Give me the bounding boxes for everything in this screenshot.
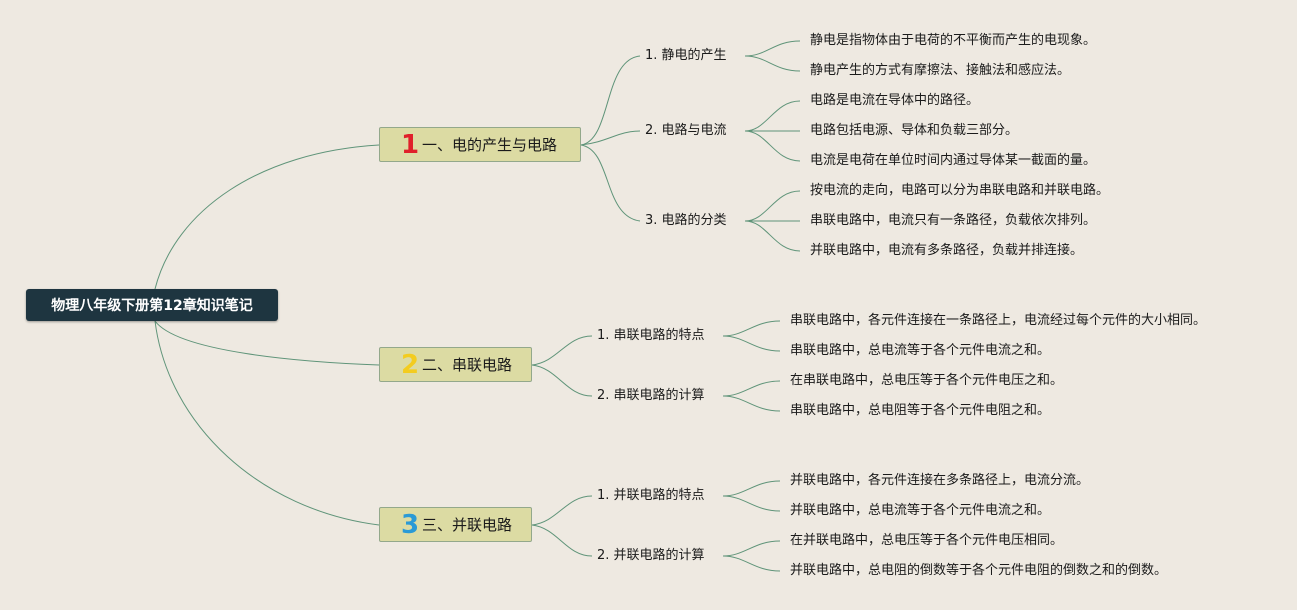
leaf-note[interactable]: 电路包括电源、导体和负载三部分。 xyxy=(810,123,1019,138)
connector-line xyxy=(722,540,781,557)
connector-line xyxy=(744,190,801,222)
topic-node-electricity-and-circuits[interactable]: 1 一、电的产生与电路 xyxy=(379,127,581,162)
connector-line xyxy=(744,55,801,72)
leaf-note[interactable]: 静电是指物体由于电荷的不平衡而产生的电现象。 xyxy=(810,33,1097,48)
connector-line xyxy=(722,555,781,572)
subtopic-parallel-calculation[interactable]: 2. 并联电路的计算 xyxy=(597,548,705,563)
leaf-note[interactable]: 静电产生的方式有摩擦法、接触法和感应法。 xyxy=(810,63,1071,78)
leaf-note[interactable]: 串联电路中，各元件连接在一条路径上，电流经过每个元件的大小相同。 xyxy=(790,313,1207,328)
leaf-note[interactable]: 并联电路中，各元件连接在多条路径上，电流分流。 xyxy=(790,473,1090,488)
connector-line xyxy=(722,335,781,352)
leaf-note[interactable]: 并联电路中，总电阻的倒数等于各个元件电阻的倒数之和的倒数。 xyxy=(790,563,1168,578)
connector-line xyxy=(744,40,801,57)
leaf-note[interactable]: 按电流的走向，电路可以分为串联电路和并联电路。 xyxy=(810,183,1110,198)
connector-line xyxy=(531,335,593,366)
leaf-note[interactable]: 电路是电流在导体中的路径。 xyxy=(810,93,980,108)
connector-line xyxy=(722,480,781,497)
leaf-note[interactable]: 在串联电路中，总电压等于各个元件电压之和。 xyxy=(790,373,1064,388)
connector-line xyxy=(580,55,641,146)
connector-line xyxy=(580,144,641,222)
topic-number-badge: 3 xyxy=(401,509,420,540)
subtopic-series-features[interactable]: 1. 串联电路的特点 xyxy=(597,328,705,343)
topic-number-badge: 1 xyxy=(401,129,420,160)
topic-label: 三、并联电路 xyxy=(422,516,513,534)
connector-line xyxy=(580,130,641,146)
leaf-note[interactable]: 并联电路中，电流有多条路径，负载并排连接。 xyxy=(810,243,1084,258)
connector-line xyxy=(531,495,593,526)
leaf-note[interactable]: 串联电路中，总电阻等于各个元件电阻之和。 xyxy=(790,403,1051,418)
connector-line xyxy=(744,130,801,162)
leaf-note[interactable]: 在并联电路中，总电压等于各个元件电压相同。 xyxy=(790,533,1064,548)
leaf-note[interactable]: 电流是电荷在单位时间内通过导体某一截面的量。 xyxy=(810,153,1097,168)
leaf-note[interactable]: 串联电路中，总电流等于各个元件电流之和。 xyxy=(790,343,1051,358)
connector-line xyxy=(722,395,781,412)
connector-line xyxy=(531,364,593,397)
connector-line xyxy=(154,320,380,366)
connector-line xyxy=(154,144,380,290)
subtopic-series-calculation[interactable]: 2. 串联电路的计算 xyxy=(597,388,705,403)
subtopic-parallel-features[interactable]: 1. 并联电路的特点 xyxy=(597,488,705,503)
topic-node-series-circuit[interactable]: 2 二、串联电路 xyxy=(379,347,532,382)
topic-number-badge: 2 xyxy=(401,349,420,380)
connector-line xyxy=(531,524,593,557)
topic-label: 二、串联电路 xyxy=(422,356,513,374)
root-node[interactable]: 物理八年级下册第12章知识笔记 xyxy=(26,289,278,321)
subtopic-circuit-and-current[interactable]: 2. 电路与电流 xyxy=(645,123,727,138)
leaf-note[interactable]: 串联电路中，电流只有一条路径，负载依次排列。 xyxy=(810,213,1097,228)
subtopic-circuit-classification[interactable]: 3. 电路的分类 xyxy=(645,213,727,228)
connector-line xyxy=(722,495,781,512)
connector-line xyxy=(722,320,781,337)
connector-line xyxy=(744,100,801,132)
leaf-note[interactable]: 并联电路中，总电流等于各个元件电流之和。 xyxy=(790,503,1051,518)
topic-node-parallel-circuit[interactable]: 3 三、并联电路 xyxy=(379,507,532,542)
root-label: 物理八年级下册第12章知识笔记 xyxy=(51,298,253,314)
connector-line xyxy=(744,220,801,252)
connector-line xyxy=(722,380,781,397)
subtopic-static-electricity[interactable]: 1. 静电的产生 xyxy=(645,48,727,63)
connector-line xyxy=(154,320,380,526)
topic-label: 一、电的产生与电路 xyxy=(422,136,558,154)
